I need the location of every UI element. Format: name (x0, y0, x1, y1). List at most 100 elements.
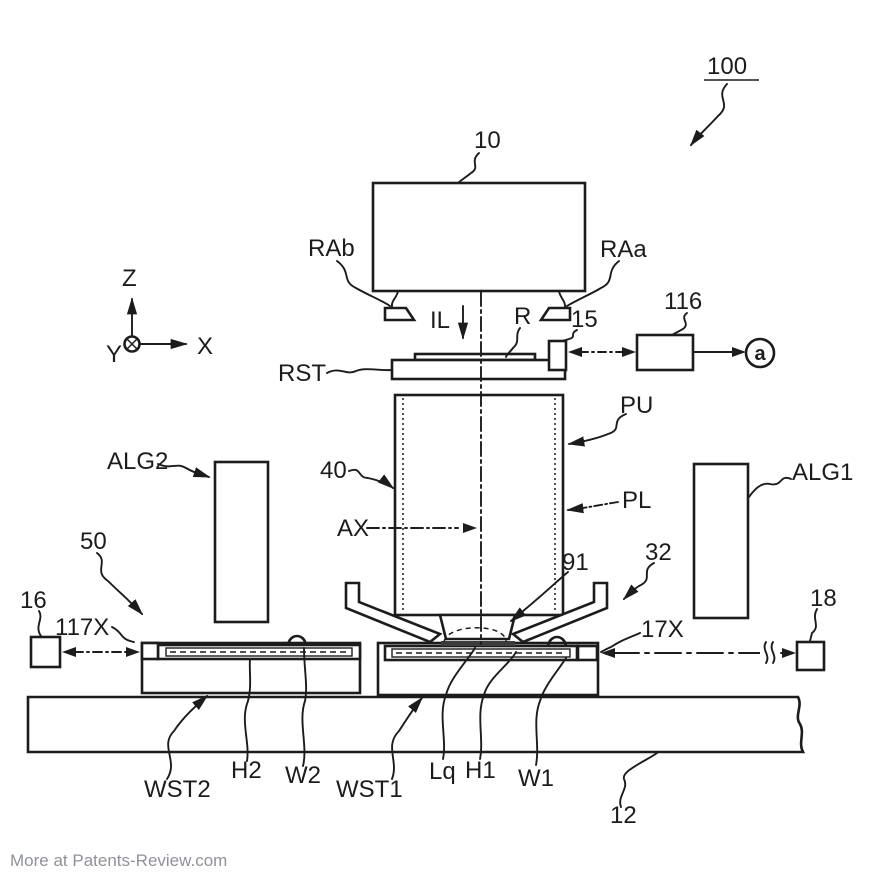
leader-wst2 (166, 694, 209, 780)
label-pl: PL (622, 487, 651, 514)
label-rst: RST (278, 360, 326, 387)
wst2-holder-plate (156, 643, 362, 661)
label-117x: 117X (55, 614, 109, 641)
label-w1: W1 (518, 765, 554, 792)
beam-17x (601, 640, 796, 666)
label-alg2: ALG2 (107, 448, 168, 475)
leader-w2 (301, 647, 308, 767)
leader-100 (689, 83, 728, 147)
label-100: 100 (707, 53, 747, 80)
label-wst2: WST2 (144, 776, 211, 803)
liquid-lq-dome (443, 627, 507, 643)
base-platform (26, 695, 806, 754)
leader-raa (566, 260, 620, 307)
lens-tip-91 (438, 613, 517, 641)
label-il: IL (430, 307, 450, 334)
label-ax: AX (337, 515, 369, 542)
wst1-mirror-block (576, 644, 599, 662)
label-alg1: ALG1 (792, 459, 853, 486)
leader-rab (336, 260, 391, 307)
leader-lq (441, 647, 476, 760)
leader-ax-arrow (463, 523, 477, 533)
leader-40 (348, 468, 395, 490)
beam-break-squiggle-2 (770, 641, 776, 664)
leader-117x (111, 626, 135, 643)
wafer-stage-wst2 (140, 634, 362, 695)
label-lq: Lq (429, 758, 456, 785)
label-raa: RAa (600, 236, 647, 263)
leader-h2 (243, 658, 252, 762)
label-12: 12 (610, 802, 637, 829)
leader-h1 (479, 651, 517, 760)
label-wst1: WST1 (336, 776, 403, 803)
label-32: 32 (645, 539, 672, 566)
label-h1: H1 (465, 757, 496, 784)
leader-ax (366, 523, 477, 533)
leader-18 (809, 608, 818, 642)
interferometer-116 (635, 333, 695, 372)
watermark-text: More at Patents-Review.com (10, 851, 227, 870)
beam-117x (62, 647, 140, 657)
coordinate-axes (123, 297, 188, 353)
projection-unit-pu (393, 393, 565, 617)
interferometer-16 (29, 635, 62, 669)
immersion-contact-strip (441, 641, 515, 646)
label-50: 50 (80, 528, 107, 555)
wst2-wafer (165, 647, 353, 657)
leader-alg1 (748, 476, 792, 498)
connector-a-circle (744, 337, 776, 369)
reticle-alignment-sensor-raa (538, 306, 572, 322)
wst1-wafer (391, 648, 571, 658)
leader-r (505, 327, 521, 358)
wst2-mirror-block (140, 641, 160, 661)
label-pu: PU (620, 392, 653, 419)
figure-labels: 100 10 RAb RAa IL R 15 116 a RST PU 40 P… (20, 53, 853, 829)
leader-rst (326, 368, 393, 374)
alignment-system-alg2 (213, 460, 270, 624)
beam-17x-arrow-left (601, 648, 615, 658)
leader-15 (561, 329, 578, 342)
alignment-system-alg1 (692, 462, 750, 620)
origin-cross-2 (126, 338, 138, 350)
label-rab: RAb (308, 235, 355, 262)
mirror-block-15 (547, 339, 568, 372)
label-91: 91 (562, 549, 589, 576)
leader-10 (457, 152, 480, 184)
arrow-116-to-a (732, 347, 746, 357)
leader-32 (622, 562, 655, 601)
label-a: a (754, 343, 766, 365)
label-17x: 17X (641, 616, 684, 643)
beam-15-116-arrow-right (622, 347, 636, 357)
interferometer-18 (795, 640, 826, 672)
leader-alg2 (157, 463, 211, 478)
rab-hanger (390, 290, 399, 308)
raa-hanger (558, 290, 567, 309)
wst1-bump (546, 635, 568, 647)
reticle-stage-rst (390, 358, 567, 381)
label-axis-x: X (197, 333, 213, 360)
label-w2: W2 (285, 762, 321, 789)
label-r: R (514, 303, 531, 330)
label-10: 10 (474, 127, 501, 154)
leader-wst1 (391, 696, 424, 780)
label-h2: H2 (231, 757, 262, 784)
beam-15-116 (568, 347, 636, 357)
beam-117x-arrow-right (126, 647, 140, 657)
beam-break-squiggle-1 (763, 641, 769, 664)
label-40: 40 (320, 457, 347, 484)
leader-pu (567, 413, 627, 447)
beam-17x-arrow-right (782, 648, 796, 658)
label-15: 15 (571, 306, 598, 333)
leader-16 (37, 610, 42, 637)
label-axis-y: Y (106, 341, 122, 368)
leader-12 (619, 752, 658, 808)
label-axis-z: Z (122, 265, 137, 292)
label-116: 116 (664, 288, 702, 315)
wst2-bump (286, 634, 308, 646)
leader-pl (566, 501, 619, 514)
leader-17x (600, 632, 641, 653)
beam-117x-arrow-left (62, 647, 76, 657)
leader-50 (96, 552, 144, 616)
